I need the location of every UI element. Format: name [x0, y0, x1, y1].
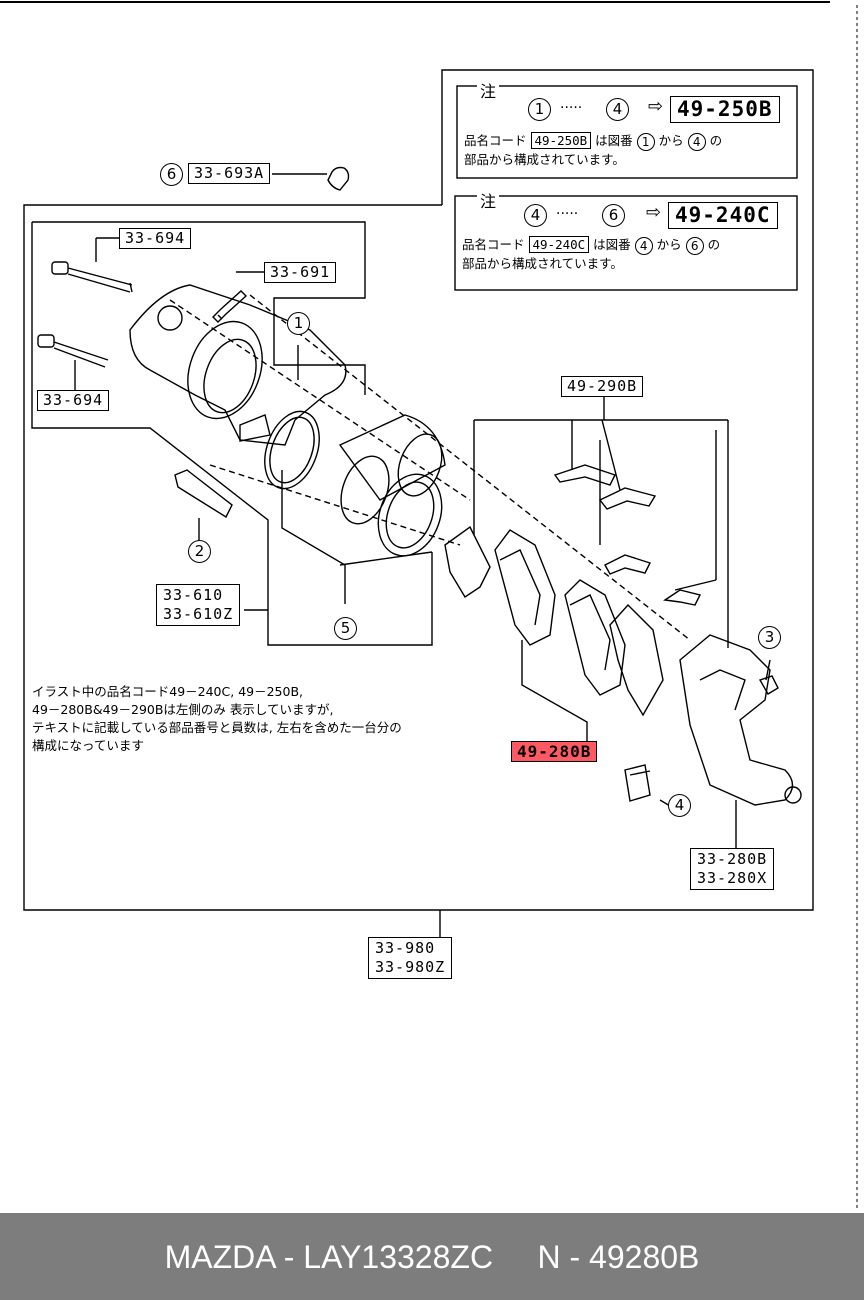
note1-from-callout: 1 — [636, 132, 655, 151]
label-33-610Z: 33-610Z — [163, 605, 234, 623]
label-33-691: 33-691 — [264, 262, 337, 283]
note1-end: の — [709, 133, 723, 148]
description-line-3: テキストに記載している部品番号と員数は, 左右を含めた一台分の — [32, 720, 402, 735]
note1-prefix: 品名コード — [464, 133, 527, 148]
note2-end: の — [707, 237, 721, 252]
callout-2: 2 — [188, 540, 211, 563]
footer-part-number: MAZDA - LAY13328ZC N - 49280B — [164, 1239, 700, 1275]
note1-kara: から — [658, 133, 684, 148]
note1-header: 注 — [477, 78, 500, 102]
note1-mid: は図番 — [595, 133, 633, 148]
callout-5: 5 — [334, 617, 357, 640]
note1-range-dots: ····· — [560, 100, 583, 116]
note2-mid: は図番 — [593, 237, 631, 252]
label-33-980Z: 33-980Z — [375, 958, 446, 976]
footer-bar: MAZDA - LAY13328ZC N - 49280B — [0, 1213, 864, 1300]
note2-header: 注 — [477, 188, 500, 212]
note1-range-from-callout: 1 — [528, 98, 551, 121]
description-line-2: 49－280B&49－290Bは左側のみ 表示していますが, — [32, 702, 334, 717]
note1-text: 品名コード 49-250B は図番 1 から 4 の 部品から構成されています。 — [464, 132, 722, 169]
note2-from-callout: 4 — [634, 236, 653, 255]
label-33-693A: 33-693A — [188, 163, 271, 184]
label-33-280-group: 33-280B 33-280X — [690, 848, 775, 890]
note1-arrow: ⇨ — [648, 96, 664, 117]
description-line-1: イラスト中の品名コード49－240C, 49－250B, — [32, 684, 304, 699]
note2-arrow: ⇨ — [646, 202, 662, 223]
label-33-280X: 33-280X — [697, 869, 768, 887]
label-33-980: 33-980 — [375, 939, 436, 957]
note1-target-code: 49-250B — [670, 96, 780, 123]
callout-4: 4 — [668, 794, 691, 817]
callout-6: 6 — [160, 163, 183, 186]
label-33-694-top: 33-694 — [119, 228, 192, 249]
description-line-4: 構成になっています — [32, 738, 144, 753]
note2-range-from-callout: 4 — [524, 204, 547, 227]
note2-range-dots: ····· — [556, 206, 579, 222]
note2-range-to-callout: 6 — [602, 204, 625, 227]
note2-kara: から — [656, 237, 682, 252]
note2-to-callout: 6 — [685, 236, 704, 255]
label-49-290B: 49-290B — [561, 376, 644, 397]
description-text: イラスト中の品名コード49－240C, 49－250B, 49－280B&49－… — [32, 683, 402, 755]
note1-to-callout: 4 — [687, 132, 706, 151]
note2-code: 49-240C — [528, 236, 590, 253]
label-49-280B-highlighted: 49-280B — [511, 741, 598, 762]
note2-target-code: 49-240C — [668, 202, 778, 229]
note2-prefix: 品名コード — [462, 237, 525, 252]
note2-text: 品名コード 49-240C は図番 4 から 6 の 部品から構成されています。 — [462, 236, 720, 273]
label-33-610: 33-610 — [163, 586, 224, 604]
label-33-280B: 33-280B — [697, 850, 768, 868]
note2-line2: 部品から構成されています。 — [462, 255, 623, 271]
label-33-980-group: 33-980 33-980Z — [368, 937, 453, 979]
callout-3: 3 — [758, 626, 781, 649]
callout-1: 1 — [287, 312, 310, 335]
note1-range-to-callout: 4 — [606, 98, 629, 121]
label-33-610-group: 33-610 33-610Z — [156, 584, 241, 626]
label-33-694-bottom: 33-694 — [37, 390, 110, 411]
note1-code: 49-250B — [530, 132, 592, 149]
note1-line2: 部品から構成されています。 — [464, 151, 625, 167]
